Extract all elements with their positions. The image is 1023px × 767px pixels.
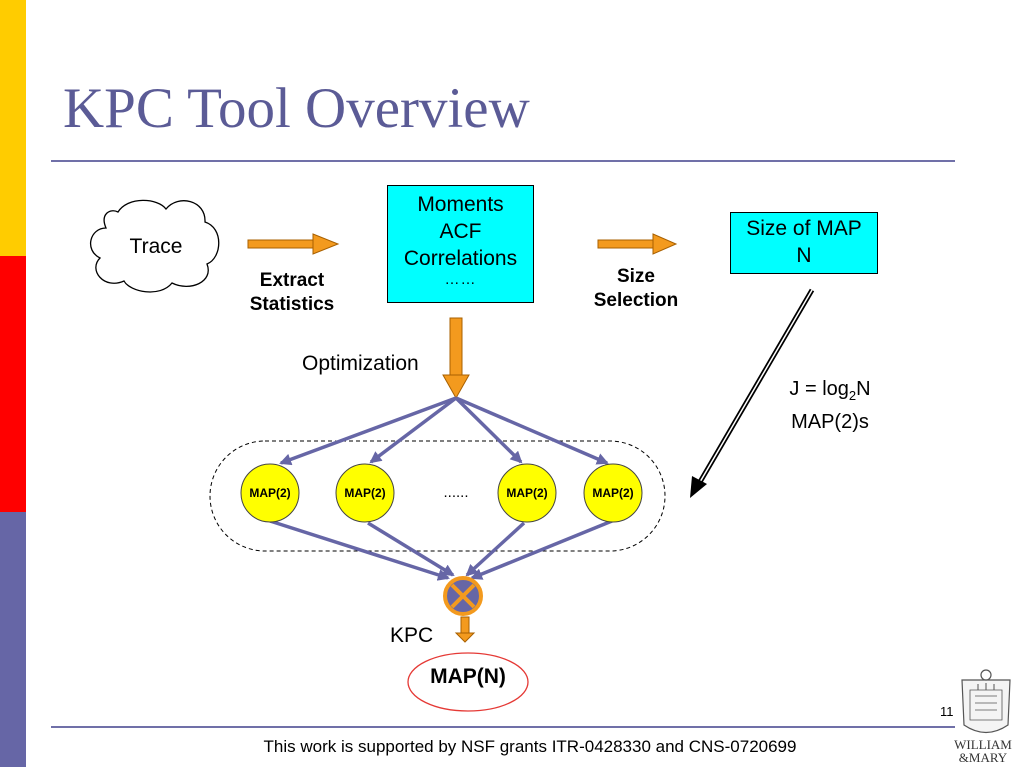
map2-node-label: MAP(2): [506, 486, 547, 500]
logo-line-2: &MARY: [958, 750, 1008, 765]
sidebar-purple: [0, 512, 26, 767]
map2-node-label: MAP(2): [249, 486, 290, 500]
stat-moments: Moments: [417, 193, 504, 216]
map2-node-label: MAP(2): [592, 486, 633, 500]
map2-node-1: MAP(2): [240, 463, 300, 523]
slide-title: KPC Tool Overview: [63, 77, 530, 140]
sidebar-red: [0, 256, 26, 512]
title-divider: [51, 160, 955, 162]
size-selection-line-1: Size: [616, 266, 656, 287]
extract-statistics-label: Extract Statistics: [234, 269, 350, 317]
trace-cloud: [90, 199, 220, 293]
map2-group-container: [209, 440, 666, 552]
fan-in-edges: [269, 519, 613, 581]
j-formula-suffix: N: [856, 378, 871, 400]
sidebar-yellow: [0, 0, 26, 256]
map2-node-3: MAP(2): [497, 463, 557, 523]
statistics-box: Moments ACF Correlations ……: [387, 185, 534, 303]
stat-correlations: Correlations: [403, 247, 518, 270]
kronecker-operator: [443, 576, 483, 616]
j-formula-line: J = log2N: [760, 376, 900, 409]
crest-icon: [961, 669, 1011, 734]
stat-ellipsis: ……: [444, 271, 477, 288]
result-ellipse: [407, 652, 529, 712]
size-selection-arrow: [597, 233, 678, 255]
page-number: 11: [940, 704, 954, 719]
william-mary-logo: WILLIAM &MARY: [944, 738, 1022, 764]
footer-text: This work is supported by NSF grants ITR…: [263, 737, 797, 756]
fan-out-edges: [279, 396, 609, 466]
stat-acf: ACF: [439, 220, 482, 243]
j-formula-label: J = log2N MAP(2)s: [760, 376, 900, 436]
map2-node-2: MAP(2): [335, 463, 395, 523]
kpc-arrow: [454, 616, 476, 643]
map2-node-label: MAP(2): [344, 486, 385, 500]
map-size-box: Size of MAP N: [730, 212, 878, 274]
optimization-arrow: [442, 317, 470, 400]
map2-node-4: MAP(2): [583, 463, 643, 523]
size-selection-label: Size Selection: [580, 265, 692, 313]
j-formula-line-2: MAP(2)s: [791, 411, 869, 433]
size-box-line-1: Size of MAP: [746, 217, 862, 240]
size-box-line-2: N: [796, 244, 812, 267]
extract-line-1: Extract: [259, 270, 325, 291]
map-n-result: MAP(N): [430, 665, 506, 688]
footer-divider: [51, 726, 955, 728]
extract-line-2: Statistics: [249, 294, 335, 315]
logo-line-1: WILLIAM: [954, 737, 1012, 752]
trace-label: Trace: [129, 235, 183, 258]
j-formula-prefix: J = log: [789, 378, 849, 400]
extract-arrow: [247, 233, 340, 255]
kpc-label: KPC: [390, 624, 434, 647]
size-selection-line-2: Selection: [593, 290, 679, 311]
optimization-label: Optimization: [302, 352, 419, 375]
size-to-maps-arrow: [690, 288, 815, 498]
j-formula-subscript: 2: [848, 388, 857, 403]
map2-ellipsis: ......: [443, 484, 468, 501]
